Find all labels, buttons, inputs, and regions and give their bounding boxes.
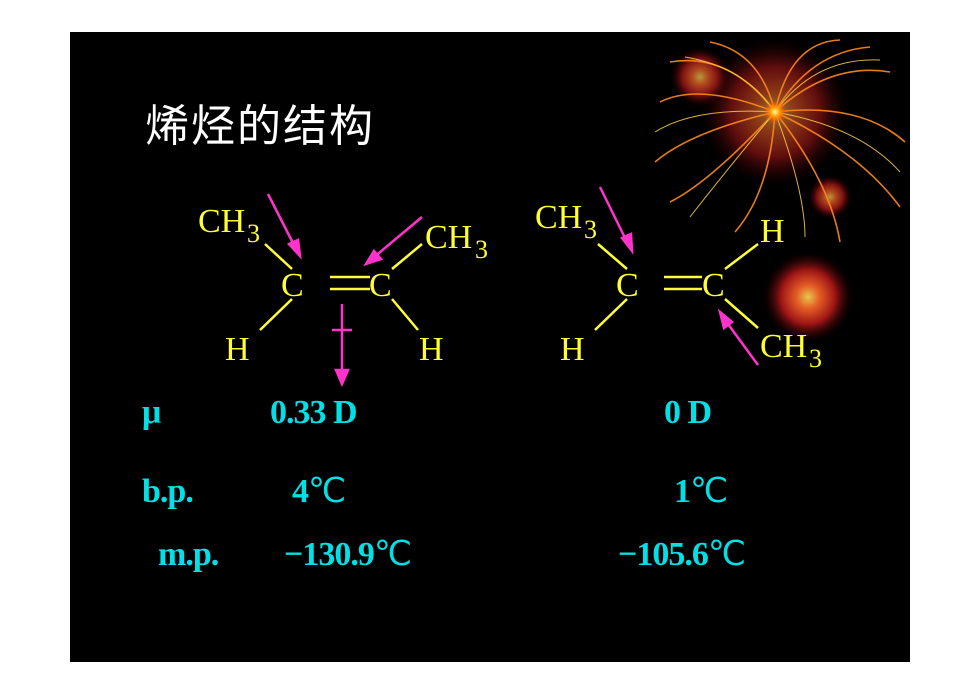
cis-2-butene-structure: C C CH 3 CH 3 H H	[198, 203, 488, 368]
net-dipole-arrow	[332, 304, 352, 388]
trans-methyl-bottom: CH	[760, 328, 807, 365]
cis-methyl-right: CH	[425, 219, 472, 256]
cis-methyl-left-subscript: 3	[247, 219, 260, 248]
slide: C C CH 3 CH 3 H H C C CH 3 H H CH 3	[70, 32, 910, 662]
trans-boiling-point: 1℃	[674, 473, 728, 510]
firework-image	[654, 37, 906, 243]
cis-hydrogen-left: H	[225, 331, 250, 368]
cis-methyl-right-subscript: 3	[475, 235, 488, 264]
cis-melting-point: −130.9℃	[284, 536, 412, 573]
trans-2-butene-structure: C C CH 3 H H CH 3	[535, 199, 822, 373]
trans-methyl-top: CH	[535, 199, 582, 236]
cis-hydrogen-right: H	[419, 331, 444, 368]
cis-boiling-point: 4℃	[292, 473, 346, 510]
trans-hydrogen-right: H	[760, 213, 785, 250]
trans-dipole-arrow-bottom	[717, 308, 760, 366]
slide-graphics: C C CH 3 CH 3 H H C C CH 3 H H CH 3	[198, 37, 906, 388]
trans-hydrogen-left: H	[560, 331, 585, 368]
cis-methyl-left: CH	[198, 203, 245, 240]
trans-dipole-arrow-top	[598, 186, 634, 255]
cis-carbon-right: C	[369, 267, 392, 304]
cis-dipole-arrow-left	[266, 193, 302, 260]
trans-methyl-bottom-subscript: 3	[809, 344, 822, 373]
glowing-orb	[763, 252, 853, 342]
cis-dipole-moment: 0.33 D	[270, 394, 358, 431]
trans-carbon-right: C	[702, 267, 725, 304]
trans-melting-point: −105.6℃	[618, 536, 746, 573]
melting-point-label: m.p.	[158, 536, 219, 573]
slide-title: 烯烃的结构	[145, 101, 375, 152]
trans-carbon-left: C	[616, 267, 639, 304]
boiling-point-label: b.p.	[142, 473, 194, 510]
dipole-arrows	[266, 186, 760, 388]
dipole-moment-label: μ	[142, 394, 161, 431]
cis-dipole-arrow-right	[363, 216, 423, 267]
trans-methyl-top-subscript: 3	[584, 215, 597, 244]
trans-dipole-moment: 0 D	[664, 394, 712, 431]
cis-carbon-left: C	[281, 267, 304, 304]
